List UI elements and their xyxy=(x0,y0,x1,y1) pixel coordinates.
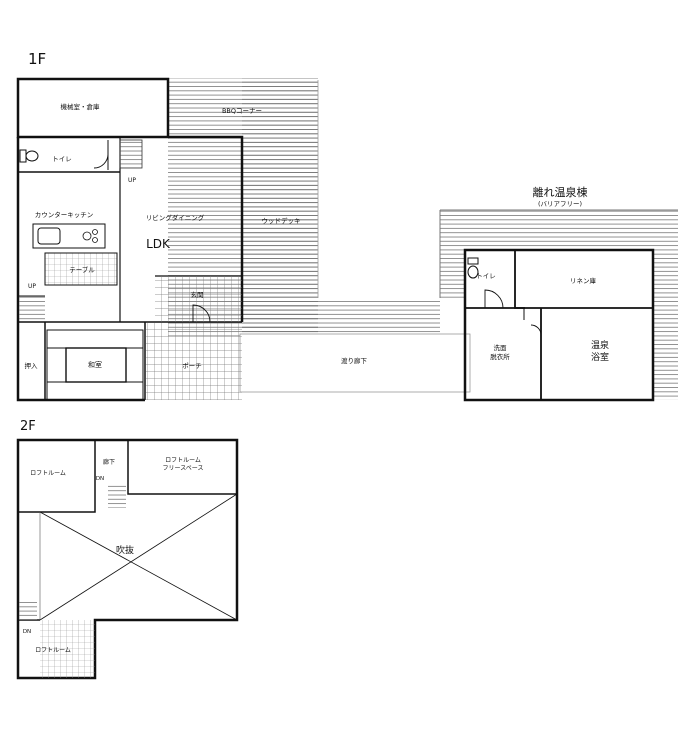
label-toilet: トイレ xyxy=(52,155,72,163)
annex-toilet-icon xyxy=(467,257,479,279)
label-porch: ポーチ xyxy=(182,362,202,370)
floor2-heading: 2F xyxy=(20,419,36,434)
label-wash: 洗面脱衣所 xyxy=(490,343,510,361)
entrance-tiles xyxy=(155,276,242,322)
annex-toilet-door xyxy=(484,289,504,309)
toilet-icon xyxy=(19,149,39,163)
label-void: 吹抜 xyxy=(116,544,134,556)
annex-deck xyxy=(439,209,678,400)
annex-title: 離れ温泉棟 xyxy=(533,185,588,199)
annex-subtitle: (バリアフリー) xyxy=(538,200,582,208)
label-annex-toilet: トイレ xyxy=(476,272,496,280)
label-dn1: DN xyxy=(96,476,104,482)
door-swings-1f xyxy=(93,153,211,323)
label-washitsu: 和室 xyxy=(88,360,102,369)
floor1-heading: 1F xyxy=(28,50,46,68)
label-bbq: BBQコーナー xyxy=(222,107,262,115)
label-machine-storage: 機械室・倉庫 xyxy=(61,102,101,111)
label-ldk: LDK xyxy=(146,237,171,251)
stairs-1f-lower xyxy=(19,296,45,322)
label-bath: 温泉浴室 xyxy=(591,339,609,363)
annex-bath-door xyxy=(530,324,542,336)
stairs-2f-upper xyxy=(108,484,126,508)
label-hall: 廊下 xyxy=(103,458,115,466)
label-up1: UP xyxy=(128,177,136,184)
stairs-2f-lower xyxy=(19,600,37,620)
label-living: リビングダイニング xyxy=(146,213,205,222)
label-up2: UP xyxy=(28,283,36,290)
loft2-floor xyxy=(40,620,95,678)
label-entrance: 玄関 xyxy=(191,290,204,299)
label-linen: リネン庫 xyxy=(570,276,597,285)
washitsu-tatami xyxy=(46,329,144,401)
label-loft-free: ロフトルームフリースペース xyxy=(163,457,204,472)
annex-walls xyxy=(463,248,655,402)
label-oshiire: 押入 xyxy=(25,361,39,370)
label-loft2: ロフトルーム xyxy=(35,647,71,654)
stairs-1f-upper xyxy=(119,139,143,169)
label-loft1: ロフトルーム xyxy=(30,470,66,477)
kitchen-counter xyxy=(32,223,106,249)
stove-icon xyxy=(82,231,92,241)
sink-icon xyxy=(37,227,61,245)
label-kitchen: カウンターキッチン xyxy=(35,210,94,219)
label-table: テーブル xyxy=(69,265,95,274)
label-corridor: 渡り廊下 xyxy=(341,356,368,365)
porch-tiles xyxy=(146,323,242,400)
void-cross xyxy=(39,493,238,621)
label-dn2: DN xyxy=(23,629,31,635)
dining-table xyxy=(44,252,118,286)
label-deck: ウッドデッキ xyxy=(262,216,301,225)
